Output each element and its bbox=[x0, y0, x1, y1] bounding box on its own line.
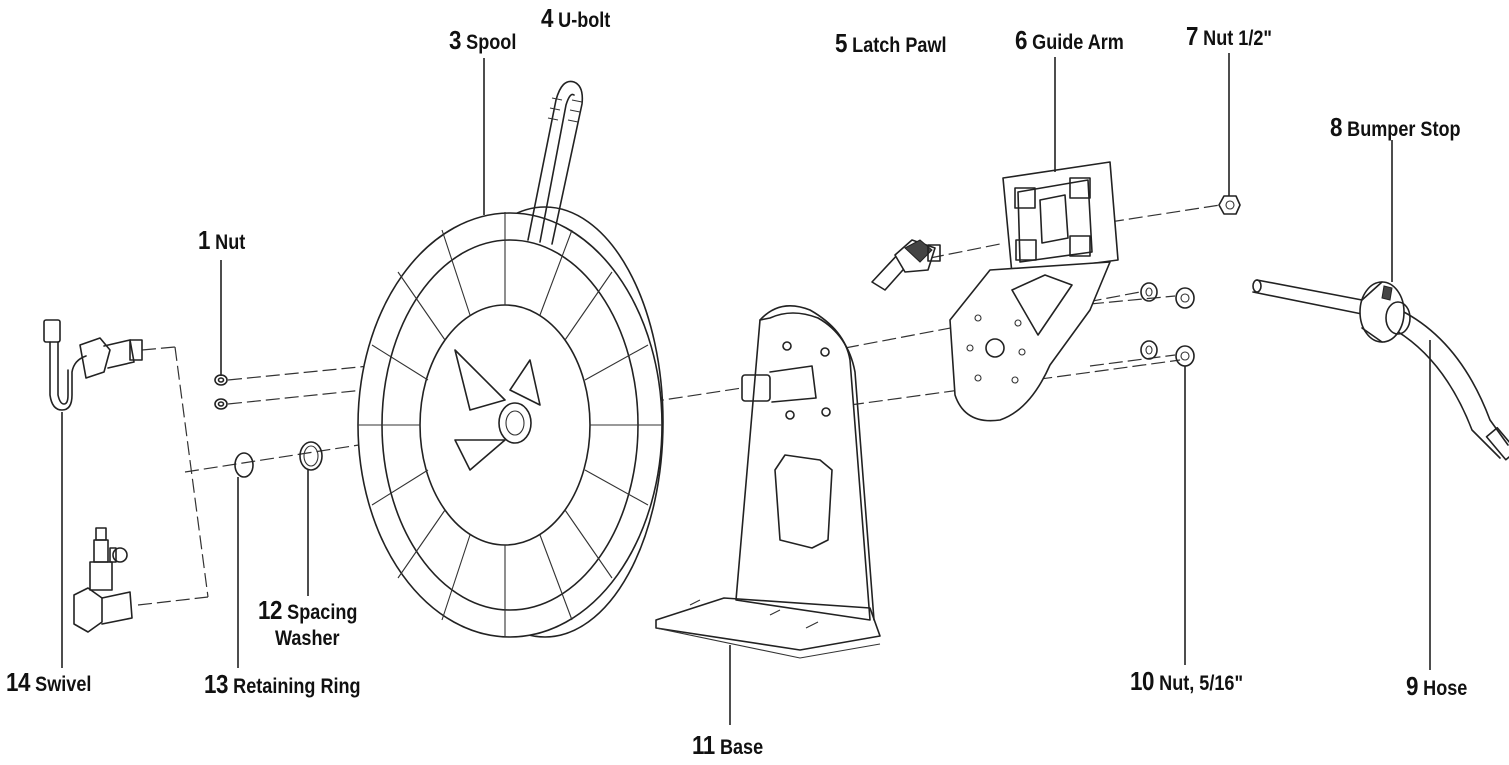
guide-arm-part bbox=[949, 161, 1119, 422]
label-6-number: 6 bbox=[1015, 25, 1028, 55]
label-3-name: Spool bbox=[466, 31, 517, 54]
label-5-name: Latch Pawl bbox=[852, 34, 947, 57]
label-10-number: 10 bbox=[1130, 666, 1155, 696]
label-8-name: Bumper Stop bbox=[1347, 118, 1461, 141]
nut-five-sixteenths-parts bbox=[1140, 282, 1195, 367]
label-9-number: 9 bbox=[1406, 671, 1419, 701]
label-1-name: Nut bbox=[215, 231, 246, 254]
retaining-ring-part bbox=[234, 452, 254, 478]
spacing-washer-part bbox=[299, 441, 323, 471]
label-10-name: Nut, 5/16" bbox=[1159, 672, 1244, 695]
label-12-name-line1: Spacing bbox=[287, 601, 358, 624]
nut-half-inch-part bbox=[1218, 195, 1241, 215]
bumper-stop-part bbox=[1359, 281, 1411, 343]
label-3-number: 3 bbox=[449, 25, 462, 55]
label-13-number: 13 bbox=[204, 669, 229, 699]
label-1-number: 1 bbox=[198, 225, 211, 255]
label-14-name: Swivel bbox=[35, 673, 92, 696]
label-4-name: U-bolt bbox=[558, 9, 611, 32]
hose-part bbox=[1252, 279, 1509, 461]
label-8-number: 8 bbox=[1330, 112, 1343, 142]
u-bolt-part bbox=[527, 80, 584, 245]
label-4-number: 4 bbox=[541, 3, 554, 33]
label-5-number: 5 bbox=[835, 28, 848, 58]
label-7-number: 7 bbox=[1186, 21, 1199, 51]
nut-parts bbox=[214, 374, 228, 410]
label-11-number: 11 bbox=[692, 730, 715, 760]
label-14-number: 14 bbox=[6, 667, 31, 697]
base-part bbox=[655, 304, 881, 659]
label-12-name-line2: Washer bbox=[275, 627, 340, 650]
label-9-name: Hose bbox=[1423, 677, 1468, 700]
label-12-number: 12 bbox=[258, 595, 283, 625]
swivel-part bbox=[43, 319, 143, 633]
label-11-name: Base bbox=[719, 736, 764, 759]
label-7-name: Nut 1/2" bbox=[1203, 27, 1272, 50]
latch-pawl-part bbox=[871, 239, 941, 291]
label-13-name: Retaining Ring bbox=[233, 675, 361, 698]
spool-part bbox=[357, 206, 664, 638]
label-6-name: Guide Arm bbox=[1032, 31, 1124, 54]
leader-lines bbox=[61, 53, 1431, 725]
label-12-spacing-washer-line2: Washer bbox=[275, 627, 340, 651]
